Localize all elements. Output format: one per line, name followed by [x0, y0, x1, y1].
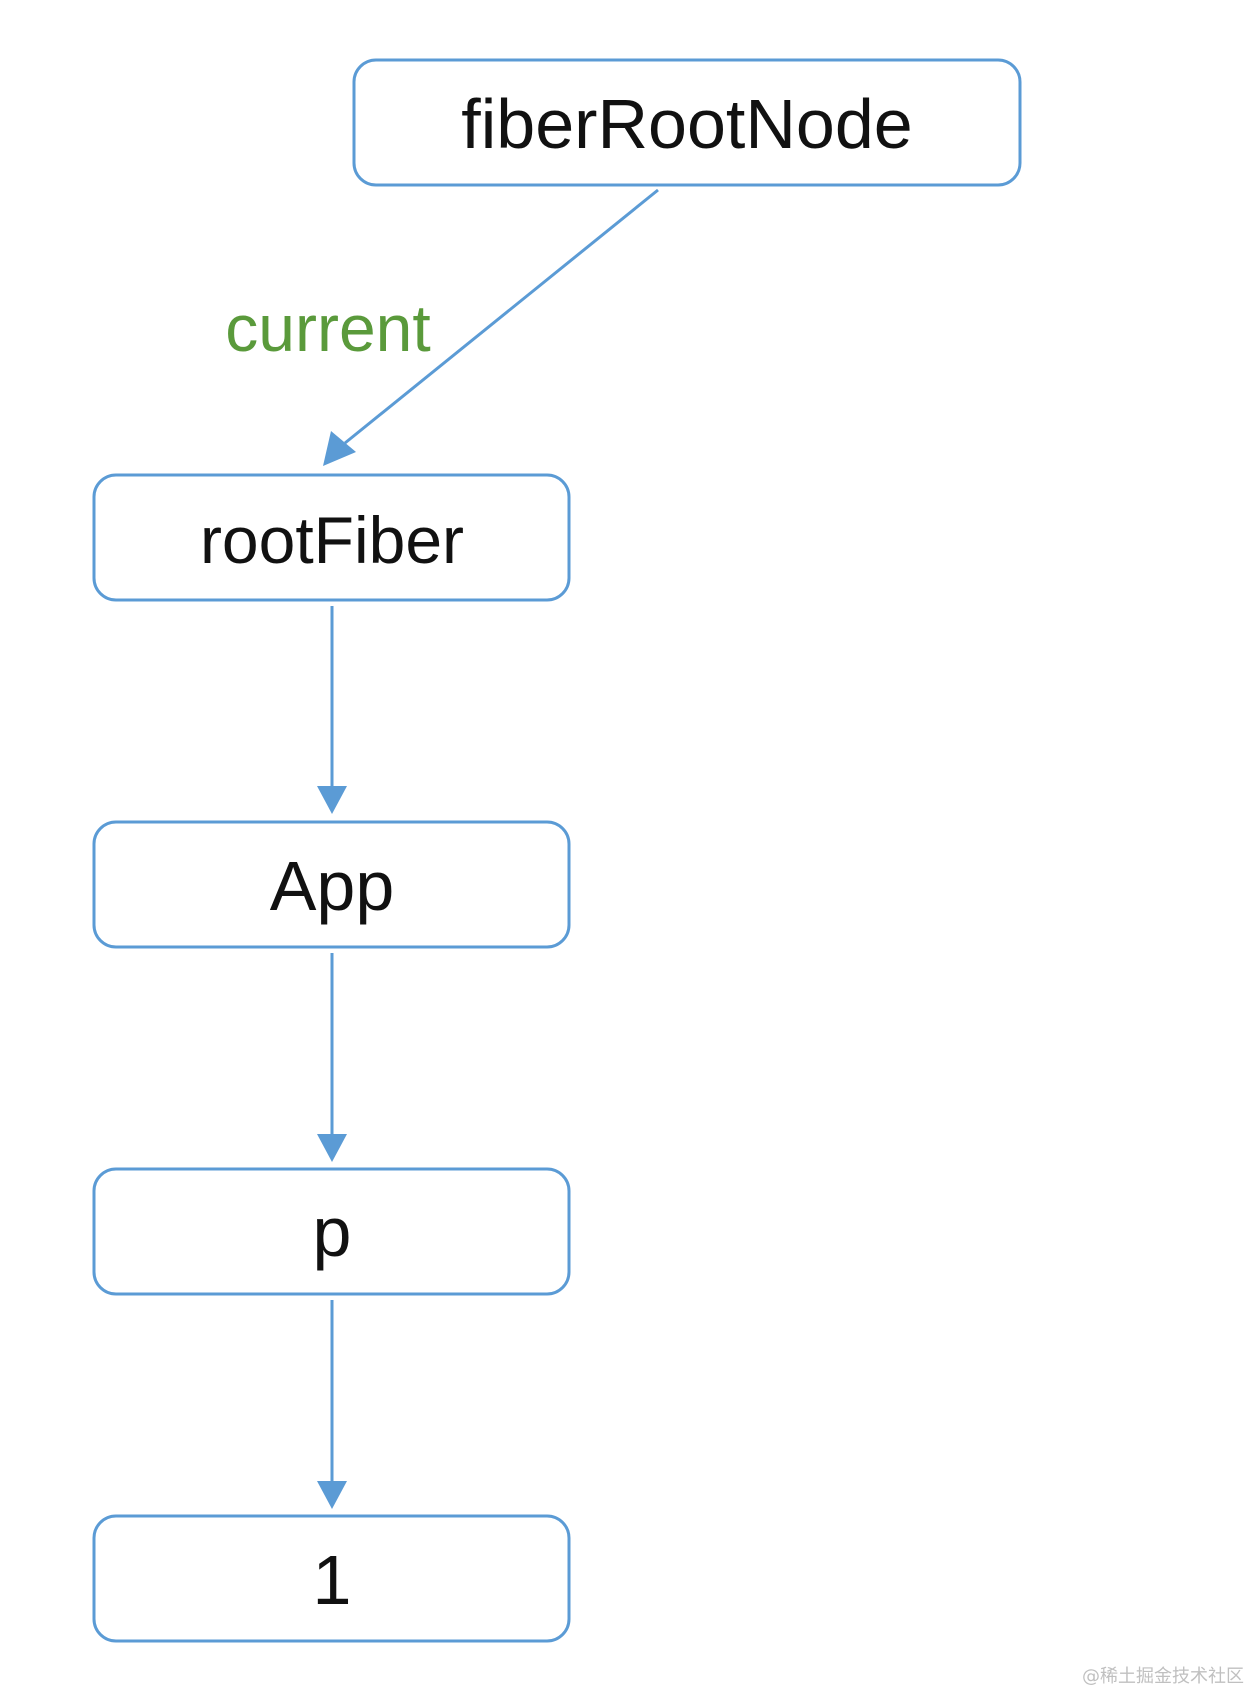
node-root-fiber-box	[92, 473, 571, 602]
node-root-fiber: rootFiber	[92, 473, 571, 602]
edge-current-line	[344, 188, 659, 445]
node-p-label: p	[313, 1193, 352, 1271]
edge-root-fiber-to-app	[317, 606, 347, 814]
edge-p-to-one-arrowhead	[317, 1481, 347, 1509]
edge-app-to-p	[317, 953, 347, 1162]
edge-p-to-one	[317, 1300, 347, 1509]
node-one-label: 1	[313, 1541, 352, 1619]
node-fiber-root-node-label: fiberRootNode	[461, 85, 912, 163]
node-p-box	[92, 1167, 571, 1296]
node-fiber-root-node: fiberRootNode	[352, 58, 1022, 187]
node-app-box	[92, 820, 571, 949]
node-app: App	[92, 820, 571, 949]
watermark: @稀土掘金技术社区	[1082, 1666, 1244, 1687]
node-fiber-root-node-box	[352, 58, 1022, 187]
node-one-box	[92, 1514, 571, 1643]
edge-current: current	[225, 188, 659, 466]
node-app-label: App	[270, 847, 395, 925]
edge-current-label: current	[225, 291, 430, 365]
node-root-fiber-label: rootFiber	[200, 503, 464, 577]
edge-current-arrowhead	[323, 431, 356, 466]
edge-root-fiber-to-app-arrowhead	[317, 786, 347, 814]
node-one: 1	[92, 1514, 571, 1643]
edge-app-to-p-arrowhead	[317, 1134, 347, 1162]
node-p: p	[92, 1167, 571, 1296]
